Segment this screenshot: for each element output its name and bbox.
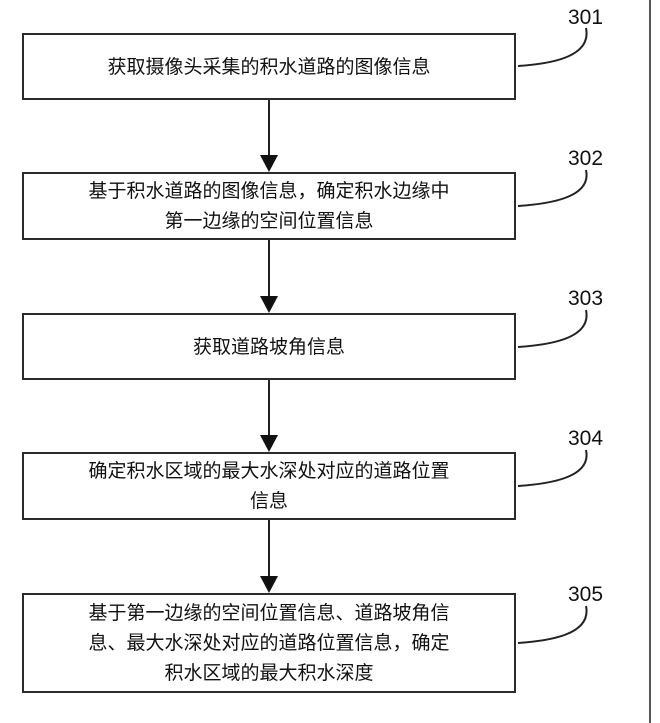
step-301-line-1: 获取摄像头采集的积水道路的图像信息 bbox=[107, 55, 431, 78]
step-box-302: 基于积水道路的图像信息，确定积水边缘中 第一边缘的空间位置信息 bbox=[22, 172, 516, 240]
leader-line-5 bbox=[517, 605, 588, 644]
leader-line-1 bbox=[517, 27, 588, 67]
step-304-line-1: 确定积水区域的最大水深处对应的道路位置 bbox=[88, 460, 450, 482]
step-302-line-1: 基于积水道路的图像信息，确定积水边缘中 bbox=[88, 180, 450, 202]
step-305-line-3: 积水区域的最大积水深度 bbox=[164, 662, 374, 684]
step-number-303: 303 bbox=[568, 287, 604, 310]
step-305-line-2: 息、最大水深处对应的道路位置信息，确定 bbox=[88, 632, 450, 654]
step-box-303: 获取道路坡角信息 bbox=[22, 313, 516, 380]
step-box-305: 基于第一边缘的空间位置信息、道路坡角信 息、最大水深处对应的道路位置信息，确定 … bbox=[22, 593, 516, 693]
flow-arrowhead-3 bbox=[260, 435, 278, 452]
step-number-305: 305 bbox=[568, 583, 604, 606]
step-302-line-2: 第一边缘的空间位置信息 bbox=[164, 210, 374, 232]
leader-line-3 bbox=[517, 309, 588, 348]
step-303-line-1: 获取道路坡角信息 bbox=[192, 335, 345, 358]
right-border-line bbox=[649, 0, 651, 723]
step-number-301: 301 bbox=[568, 6, 604, 29]
leader-line-4 bbox=[517, 449, 588, 487]
flow-arrowhead-4 bbox=[260, 576, 278, 593]
step-number-302: 302 bbox=[568, 147, 604, 170]
step-304-line-2: 信息 bbox=[249, 490, 288, 512]
flow-arrowhead-1 bbox=[260, 155, 278, 172]
step-number-304: 304 bbox=[568, 427, 604, 450]
step-box-304: 确定积水区域的最大水深处对应的道路位置 信息 bbox=[22, 452, 516, 520]
step-box-301: 获取摄像头采集的积水道路的图像信息 bbox=[22, 33, 516, 100]
leader-line-2 bbox=[517, 169, 588, 207]
step-305-line-1: 基于第一边缘的空间位置信息、道路坡角信 bbox=[88, 602, 450, 624]
flow-arrowhead-2 bbox=[260, 296, 278, 313]
